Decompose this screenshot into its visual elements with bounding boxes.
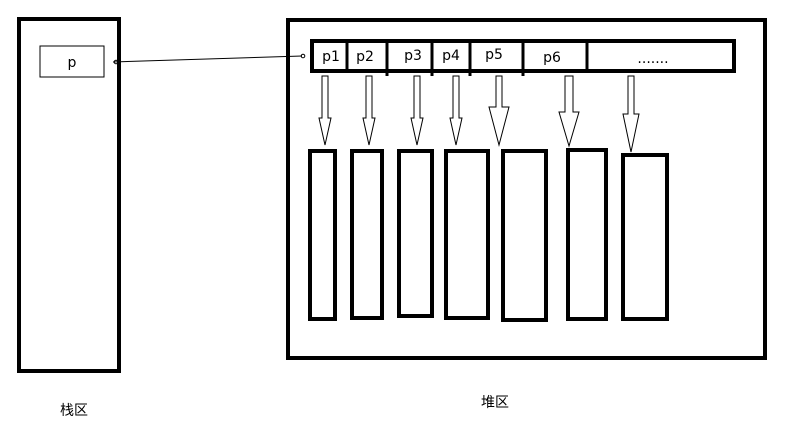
pointer-cell-label: p5	[485, 47, 503, 63]
connector-start-dot	[113, 59, 119, 65]
pointer-cell-label: p6	[543, 50, 561, 66]
heap-block	[621, 153, 669, 321]
heap-block	[444, 149, 490, 320]
arrow-down-icon	[558, 75, 580, 148]
heap-block	[350, 149, 384, 320]
arrow-down-icon	[449, 75, 463, 146]
arrow-down-icon	[410, 75, 424, 146]
heap-block	[501, 149, 548, 322]
pointer-cell-label: p3	[404, 48, 422, 64]
arrow-down-icon	[318, 75, 332, 146]
pointer-cell-label: p4	[442, 48, 460, 64]
heap-area-box	[286, 18, 767, 360]
pointer-cell-label: p2	[356, 49, 374, 65]
stack-area-box	[17, 17, 121, 373]
heap-block	[397, 149, 434, 318]
connector-end-dot	[300, 53, 306, 59]
heap-area-label: 堆区	[481, 395, 509, 411]
arrow-down-icon	[622, 75, 640, 153]
heap-block	[566, 148, 608, 321]
pointer-cell-label: p1	[322, 49, 340, 65]
heap-block	[308, 149, 337, 321]
pointer-connector-line	[112, 55, 303, 63]
pointer-cell-label: .......	[637, 51, 668, 67]
arrow-down-icon	[488, 75, 510, 147]
arrow-down-icon	[362, 75, 376, 146]
stack-pointer-box	[39, 45, 105, 78]
stack-area-label: 栈区	[60, 403, 88, 419]
stack-pointer-label: p	[68, 55, 77, 71]
